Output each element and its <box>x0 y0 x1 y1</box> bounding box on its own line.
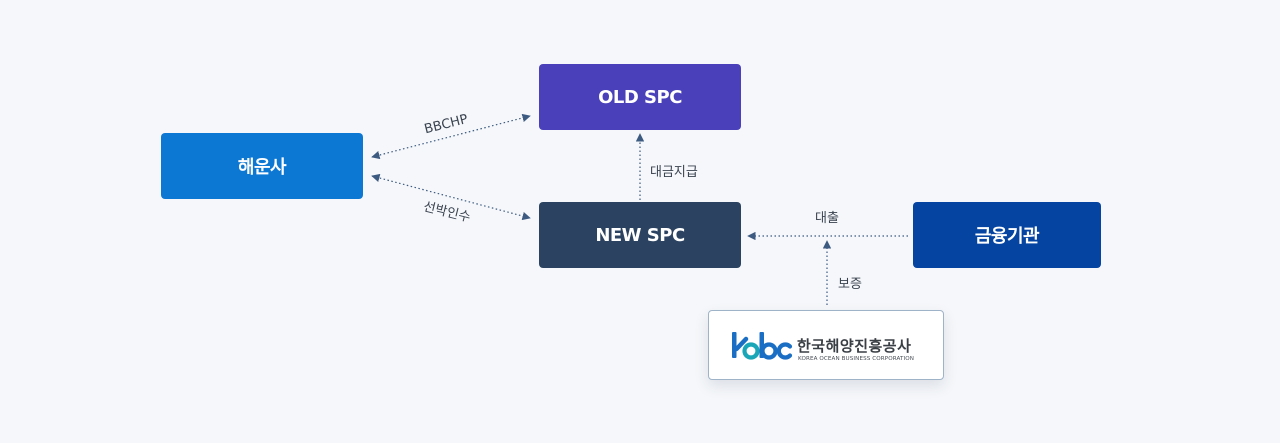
label-ship-acquisition: 선박인수 <box>422 200 472 226</box>
node-financial-institution: 금융기관 <box>913 202 1101 268</box>
label-loan: 대출 <box>815 211 839 226</box>
node-shipping-company: 해운사 <box>161 133 363 199</box>
label-bbchp: BBCHP <box>423 112 470 137</box>
kobc-name: 한국해양진흥공사 <box>797 337 912 355</box>
node-kobc: 한국해양진흥공사 KOREA OCEAN BUSINESS CORPORATIO… <box>708 310 944 380</box>
label-payment: 대금지급 <box>650 165 698 180</box>
edge-bbchp <box>371 113 531 160</box>
node-old-spc: OLD SPC <box>539 64 741 130</box>
node-new-spc: NEW SPC <box>539 202 741 268</box>
kobc-logo-icon <box>732 332 793 360</box>
label-guarantee: 보증 <box>838 277 862 292</box>
edge-ship-acquisition <box>371 173 531 221</box>
kobc-english-name: KOREA OCEAN BUSINESS CORPORATION <box>798 356 915 362</box>
